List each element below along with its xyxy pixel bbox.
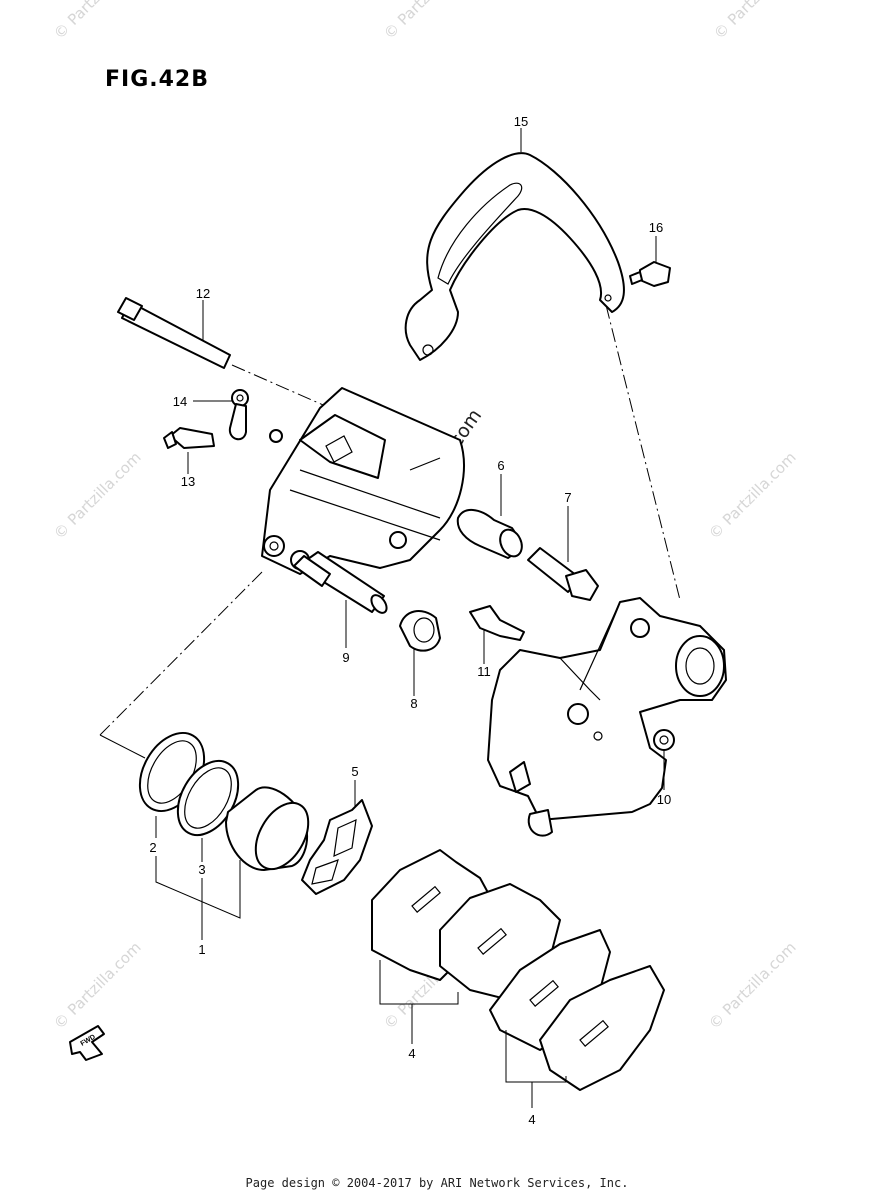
exploded-view-diagram: © Partzilla.com © Partzilla.com © Partzi…	[50, 0, 805, 1127]
part-4-pads-set-2	[489, 929, 665, 1091]
part-1-piston	[225, 786, 310, 871]
part-16-bolt	[629, 261, 671, 287]
leader-lines	[155, 128, 665, 1108]
callout-11: 11	[477, 664, 491, 679]
callout-13: 13	[181, 474, 195, 489]
callout-7: 7	[564, 490, 571, 505]
part-13-valve	[163, 427, 215, 449]
callout-12: 12	[196, 286, 210, 301]
callout-14: 14	[173, 394, 187, 409]
watermark-br: © Partzilla.com	[705, 938, 800, 1033]
fwd-arrow: FWD	[69, 1025, 105, 1061]
callout-15: 15	[514, 114, 528, 129]
callout-10: 10	[657, 792, 671, 807]
callout-labels: 1 2 3 4 4 5 6 7 8 9 10 11 12 13 14 15 16	[149, 114, 671, 1127]
watermark-mr: © Partzilla.com	[705, 448, 800, 543]
callout-2: 2	[149, 840, 156, 855]
part-10-caliper-bracket	[487, 597, 727, 837]
watermark-bl: © Partzilla.com	[50, 938, 145, 1033]
assembly-lines	[99, 304, 681, 759]
callout-9: 9	[342, 650, 349, 665]
watermark-tc: © Partzilla.com	[380, 0, 475, 43]
part-11-clip	[469, 605, 525, 641]
callout-4b: 4	[528, 1112, 535, 1127]
part-15-bracket	[404, 152, 625, 361]
part-7-bolt	[527, 547, 599, 601]
callout-5: 5	[351, 764, 358, 779]
caliper-body	[261, 387, 465, 575]
part-12-pin	[117, 297, 231, 369]
watermark-ml: © Partzilla.com	[50, 448, 145, 543]
callout-16: 16	[649, 220, 663, 235]
callout-1: 1	[198, 942, 205, 957]
part-6-boot	[456, 509, 523, 559]
part-8-boot	[399, 610, 441, 652]
callout-8: 8	[410, 696, 417, 711]
callout-4a: 4	[408, 1046, 415, 1061]
callout-3: 3	[198, 862, 205, 877]
figure-title: FIG.42B	[105, 67, 209, 92]
callout-6: 6	[497, 458, 504, 473]
footer-credit: Page design © 2004-2017 by ARI Network S…	[245, 1176, 629, 1190]
part-5-shim	[301, 799, 373, 895]
part-9-slide-pin	[293, 551, 388, 614]
watermark-tr: © Partzilla.com	[710, 0, 805, 43]
part-14-cap	[228, 389, 249, 441]
watermark-tl: © Partzilla.com	[50, 0, 145, 43]
